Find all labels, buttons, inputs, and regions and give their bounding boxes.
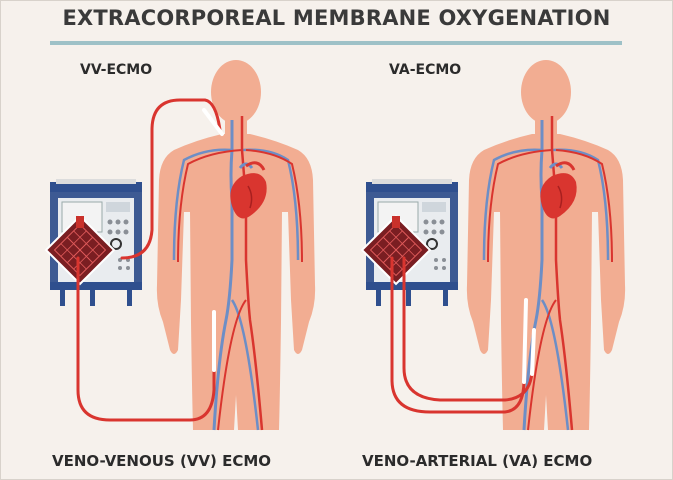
va-ecmo-machine	[361, 178, 459, 307]
va-cannula-lines	[390, 256, 534, 414]
vv-cannula-lines	[76, 98, 222, 422]
title-underline	[50, 41, 622, 45]
vv-ecmo-machine	[45, 178, 143, 307]
va-short-label: VA-ECMO	[389, 62, 462, 78]
va-cannula-tips	[522, 298, 536, 384]
vv-body-figure	[155, 58, 317, 432]
va-full-label: VENO-ARTERIAL (VA) ECMO	[362, 452, 593, 470]
va-body-figure	[465, 58, 627, 432]
vv-full-label: VENO-VENOUS (VV) ECMO	[52, 452, 272, 470]
vv-short-label: VV-ECMO	[80, 62, 153, 78]
page-title: EXTRACORPOREAL MEMBRANE OXYGENATION	[62, 6, 611, 30]
vv-cannula-tips	[202, 108, 224, 372]
